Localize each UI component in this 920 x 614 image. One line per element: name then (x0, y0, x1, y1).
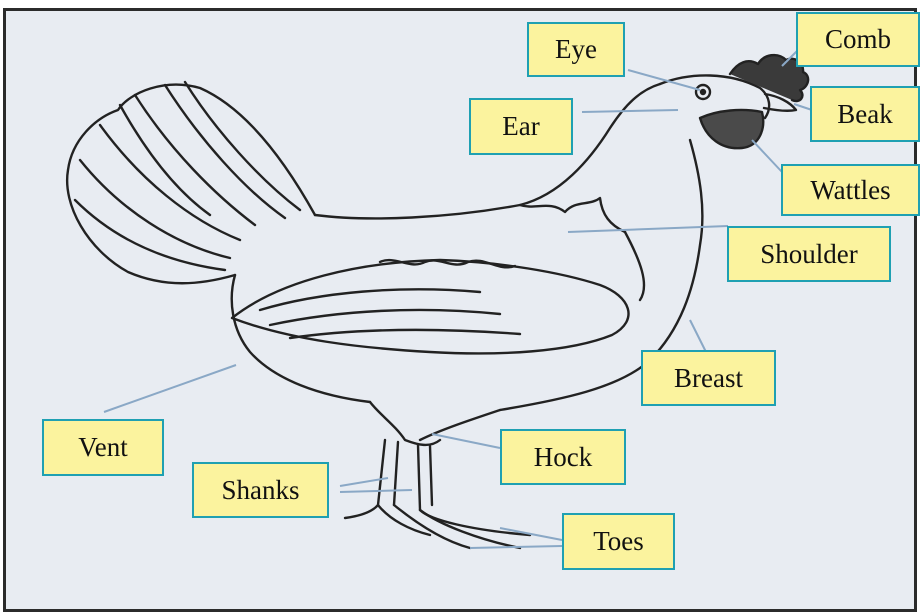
label-ear: Ear (469, 98, 573, 155)
label-wattles: Wattles (781, 164, 920, 216)
leader-vent (104, 365, 236, 412)
label-shanks: Shanks (192, 462, 329, 518)
label-toes: Toes (562, 513, 675, 570)
leader-ear (582, 110, 678, 112)
tail-outline (67, 85, 315, 284)
leader-shanks-2 (340, 490, 412, 492)
leader-eye (628, 70, 700, 90)
leader-wattles (752, 140, 782, 172)
label-vent: Vent (42, 419, 164, 476)
label-hock: Hock (500, 429, 626, 485)
label-shoulder: Shoulder (727, 226, 891, 282)
label-comb: Comb (796, 12, 920, 67)
label-breast: Breast (641, 350, 776, 406)
leader-breast (690, 320, 706, 352)
leader-toes-2 (470, 546, 562, 548)
label-eye: Eye (527, 22, 625, 77)
wing-outline (232, 260, 629, 353)
leader-hock (432, 434, 500, 448)
label-beak: Beak (810, 86, 920, 142)
leader-shoulder (568, 226, 728, 232)
